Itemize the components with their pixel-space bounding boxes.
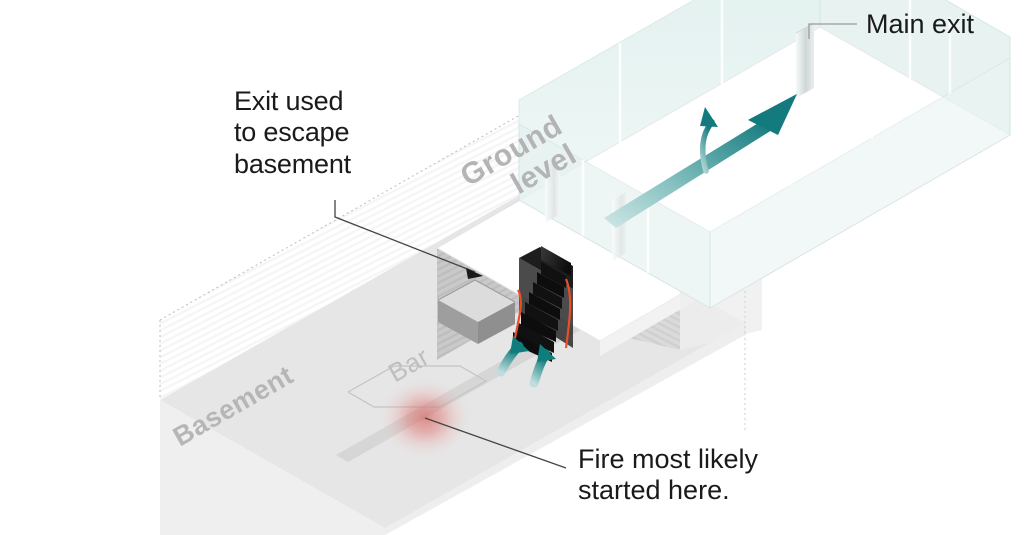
escape-route-curl-arrow <box>699 107 718 174</box>
basement-left-wall <box>160 400 385 535</box>
basement-back-wall-ghost <box>160 115 520 400</box>
leader-line-exit-used <box>334 200 483 279</box>
escape-route-arrow <box>604 94 797 228</box>
basement-ghost-edge-1 <box>159 114 521 321</box>
annotation-exit-used: Exit used to escape basement <box>234 86 351 179</box>
basement-staircase <box>513 246 573 362</box>
upper-floor-volume <box>517 0 1012 309</box>
main-exit-door <box>795 22 815 98</box>
basement-exit-hatch <box>437 279 516 344</box>
annotation-main-exit: Main exit <box>866 9 975 39</box>
leader-line-main-exit <box>808 23 857 39</box>
basement-right-wall <box>385 323 745 535</box>
railing-right <box>564 278 572 349</box>
smoke-arrow-right <box>529 344 556 388</box>
railing-left <box>513 289 522 339</box>
smoke-arrow-left <box>496 336 529 377</box>
leader-line-fire <box>424 417 567 469</box>
upper-front-right-wall <box>709 57 1011 309</box>
interior-glass-door <box>545 153 560 223</box>
annotation-fire-origin: Fire most likely started here. <box>578 444 759 506</box>
bar-outline <box>347 365 488 408</box>
